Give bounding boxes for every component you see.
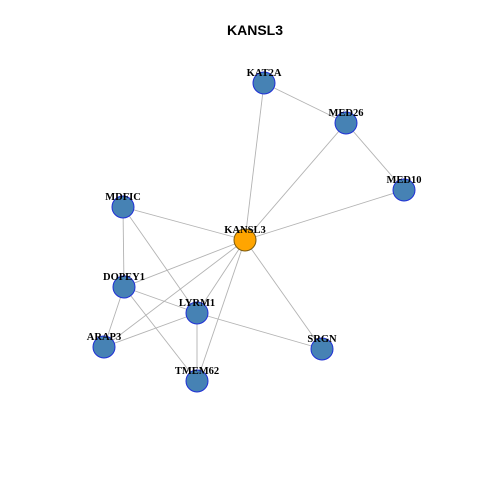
node-label-med10: MED10 <box>387 175 422 186</box>
node-label-tmem62: TMEM62 <box>175 366 219 377</box>
nodes-layer <box>92 71 416 393</box>
edge-lyrm1-arap3 <box>103 312 198 348</box>
node-med10[interactable] <box>392 178 416 202</box>
edge-lyrm1-srgn <box>196 312 323 350</box>
edge-kansl3-dopey1 <box>123 239 246 288</box>
node-mdfic[interactable] <box>111 195 135 219</box>
edges-layer <box>103 82 405 382</box>
node-label-arap3: ARAP3 <box>87 332 121 343</box>
edge-med26-med10 <box>345 122 405 191</box>
node-arap3[interactable] <box>92 335 116 359</box>
edge-kansl3-srgn <box>244 239 323 350</box>
node-label-kansl3: KANSL3 <box>224 225 265 236</box>
node-label-mdfic: MDFIC <box>105 192 141 203</box>
edge-kansl3-lyrm1 <box>196 239 246 314</box>
node-label-srgn: SRGN <box>307 334 337 345</box>
edge-mdfic-kansl3 <box>122 206 246 241</box>
edge-kat2a-med26 <box>263 82 347 124</box>
node-kat2a[interactable] <box>252 71 276 95</box>
edge-mdfic-lyrm1 <box>122 206 198 314</box>
edge-kansl3-arap3 <box>103 239 246 348</box>
node-label-med26: MED26 <box>329 108 364 119</box>
node-label-lyrm1: LYRM1 <box>179 298 215 309</box>
edge-dopey1-lyrm1 <box>123 286 198 314</box>
node-dopey1[interactable] <box>112 275 136 299</box>
edge-kat2a-kansl3 <box>244 82 265 241</box>
edge-med10-kansl3 <box>244 189 405 241</box>
node-srgn[interactable] <box>310 337 334 361</box>
edge-med26-kansl3 <box>244 122 347 241</box>
node-label-kat2a: KAT2A <box>247 68 282 79</box>
edge-kansl3-tmem62 <box>196 239 246 382</box>
diagram-title: KANSL3 <box>227 22 283 38</box>
node-tmem62[interactable] <box>185 369 209 393</box>
node-label-dopey1: DOPEY1 <box>103 272 145 283</box>
node-med26[interactable] <box>334 111 358 135</box>
node-kansl3[interactable] <box>233 228 257 252</box>
edge-dopey1-tmem62 <box>123 286 198 382</box>
node-lyrm1[interactable] <box>185 301 209 325</box>
edge-mdfic-dopey1 <box>122 206 125 288</box>
